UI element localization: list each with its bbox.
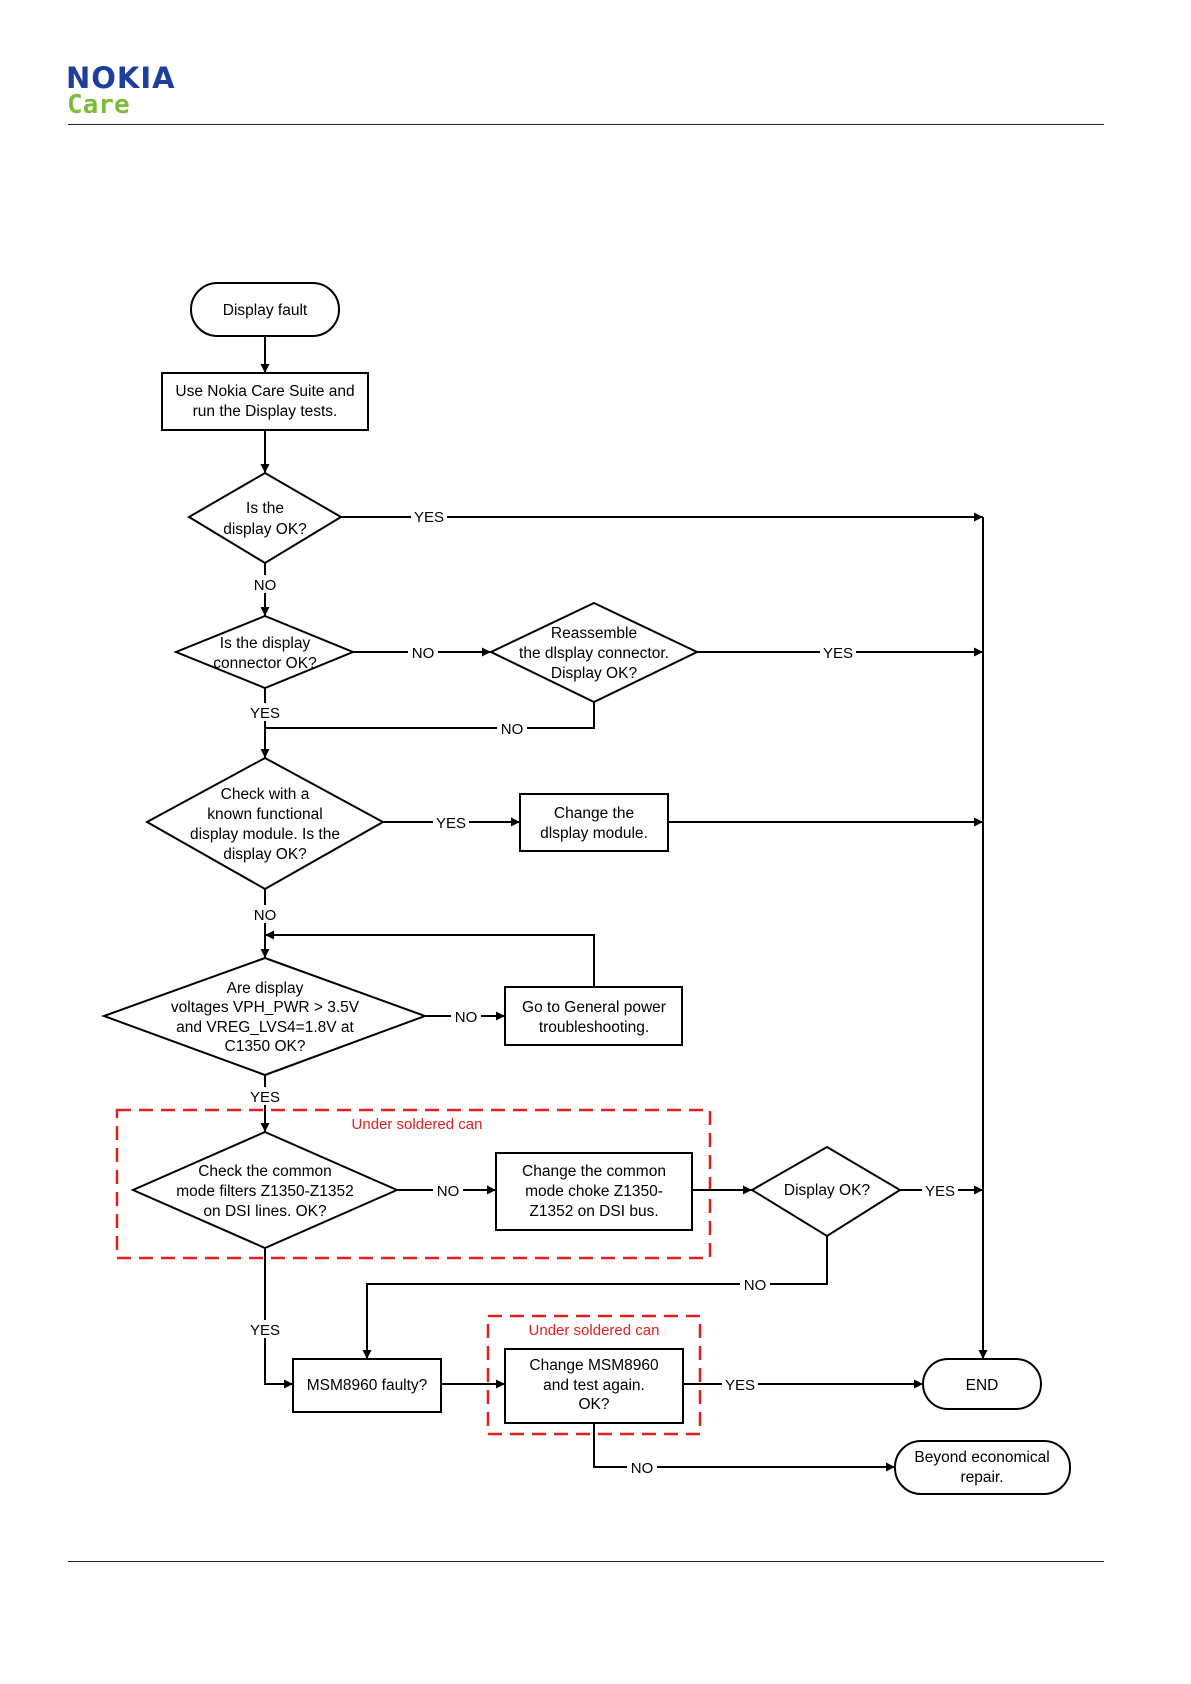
footer-rule xyxy=(68,1561,1104,1562)
decision-display-ok-2 xyxy=(750,1145,902,1238)
label-yes-display-ok: YES xyxy=(414,509,444,526)
end-text: END xyxy=(966,1377,999,1394)
soldered-can-label-1: Under soldered can xyxy=(352,1116,483,1133)
change-msm-box xyxy=(504,1348,684,1424)
soldered-can-region-1 xyxy=(115,1108,712,1260)
decision-display-ok xyxy=(187,471,343,565)
label-no-known-module: NO xyxy=(254,907,277,924)
label-no-display-ok: NO xyxy=(254,577,277,594)
display-ok-2-text: Display OK? xyxy=(784,1182,871,1199)
change-common-mode-choke-box xyxy=(495,1152,693,1231)
label-yes-cm-filters: YES xyxy=(250,1322,280,1339)
label-yes-connector-ok: YES xyxy=(250,705,280,722)
general-power-box xyxy=(504,986,683,1046)
start-display-fault xyxy=(190,282,340,337)
decision-known-module xyxy=(144,756,386,891)
header-rule xyxy=(68,124,1104,125)
label-no-voltages: NO xyxy=(455,1009,478,1026)
msm-faulty-box xyxy=(292,1358,442,1413)
decision-reassemble-connector xyxy=(488,601,700,704)
decision-common-mode-filters xyxy=(130,1130,400,1250)
label-no-connector-ok: NO xyxy=(412,645,435,662)
label-no-cm-filters: NO xyxy=(437,1183,460,1200)
nokia-logo: NOKIA xyxy=(66,61,176,95)
change-display-module-box xyxy=(519,793,669,852)
label-yes-display-ok-2: YES xyxy=(925,1183,955,1200)
label-yes-reassemble: YES xyxy=(823,645,853,662)
msm-faulty-text: MSM8960 faulty? xyxy=(307,1377,428,1394)
soldered-can-region-2 xyxy=(486,1314,702,1436)
soldered-can-label-2: Under soldered can xyxy=(529,1322,660,1339)
end-terminal xyxy=(922,1358,1042,1410)
branch-label-backgrounds xyxy=(248,507,958,1476)
decision-voltages-ok xyxy=(101,956,428,1077)
connector-lines xyxy=(260,336,988,1472)
label-yes-voltages: YES xyxy=(250,1089,280,1106)
label-no-display-ok-2: NO xyxy=(744,1277,767,1294)
decision-connector-ok xyxy=(173,614,356,690)
beyond-repair-terminal xyxy=(894,1440,1071,1495)
run-display-tests-box xyxy=(161,372,369,431)
label-no-change-msm: NO xyxy=(631,1460,654,1477)
label-no-reassemble: NO xyxy=(501,721,524,738)
label-yes-change-msm: YES xyxy=(725,1377,755,1394)
care-logo: Care xyxy=(67,90,130,120)
label-yes-known-module: YES xyxy=(436,815,466,832)
display-fault-text: Display fault xyxy=(223,302,308,319)
